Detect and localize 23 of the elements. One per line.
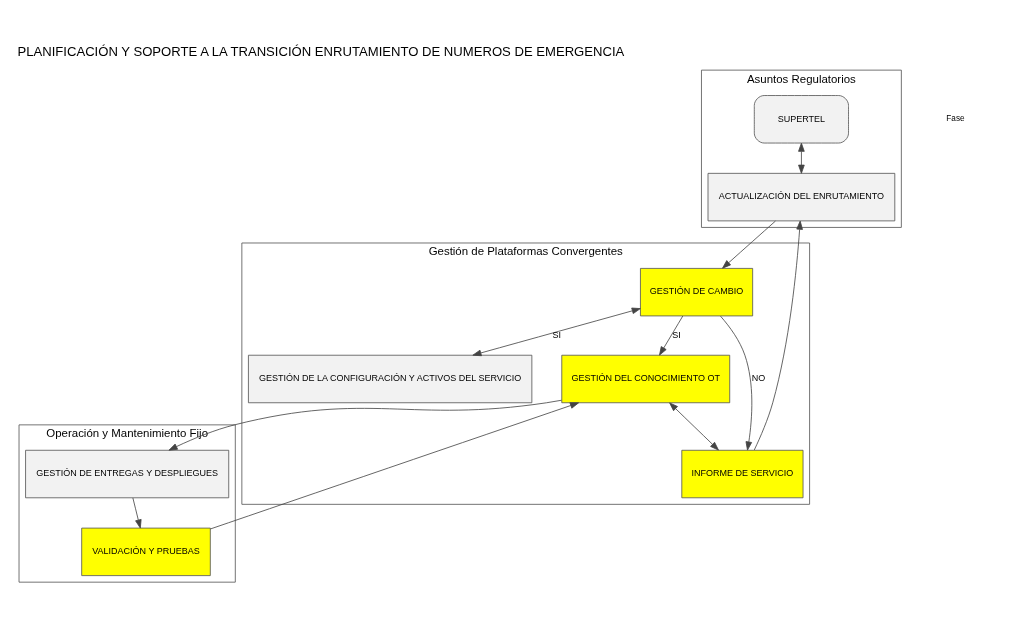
arrow xyxy=(658,315,683,355)
edge-label: SI xyxy=(552,329,561,340)
node-box: INFORME DE SERVICIO xyxy=(680,449,803,498)
arrow xyxy=(668,402,719,450)
arrow xyxy=(209,401,579,529)
node-box: GESTIÓN DEL CONOCIMIENTO OT xyxy=(560,354,730,403)
node-box: GESTIÓN DE LA CONFIGURACIÓN Y ACTIVOS DEL SERVICIO xyxy=(247,354,532,403)
node-box: GESTIÓN DE CAMBIO xyxy=(639,267,753,316)
diagram-title: PLANIFICACIÓN Y SOPORTE A LA TRANSICIÓN ENRUTAMIENTO DE NUMEROS DE EMERGENCIA xyxy=(17,43,624,59)
edge-label: NO xyxy=(751,372,765,383)
arrow xyxy=(168,399,562,451)
arrow xyxy=(797,142,805,174)
node-box: VALIDACIÓN Y PRUEBAS xyxy=(80,527,211,576)
arrow xyxy=(131,497,142,528)
node-box: ACTUALIZACIÓN DEL ENRUTAMIENTO xyxy=(707,172,895,221)
node-box: SUPERTEL xyxy=(753,94,849,143)
arrow xyxy=(721,220,776,269)
label: Fase xyxy=(945,113,965,123)
arrow xyxy=(471,307,641,356)
edge-label: SI xyxy=(671,329,681,340)
node-box: GESTIÓN DE ENTREGAS Y DESPLIEGUES xyxy=(24,449,229,498)
arrow xyxy=(753,220,803,450)
arrow xyxy=(719,315,752,450)
